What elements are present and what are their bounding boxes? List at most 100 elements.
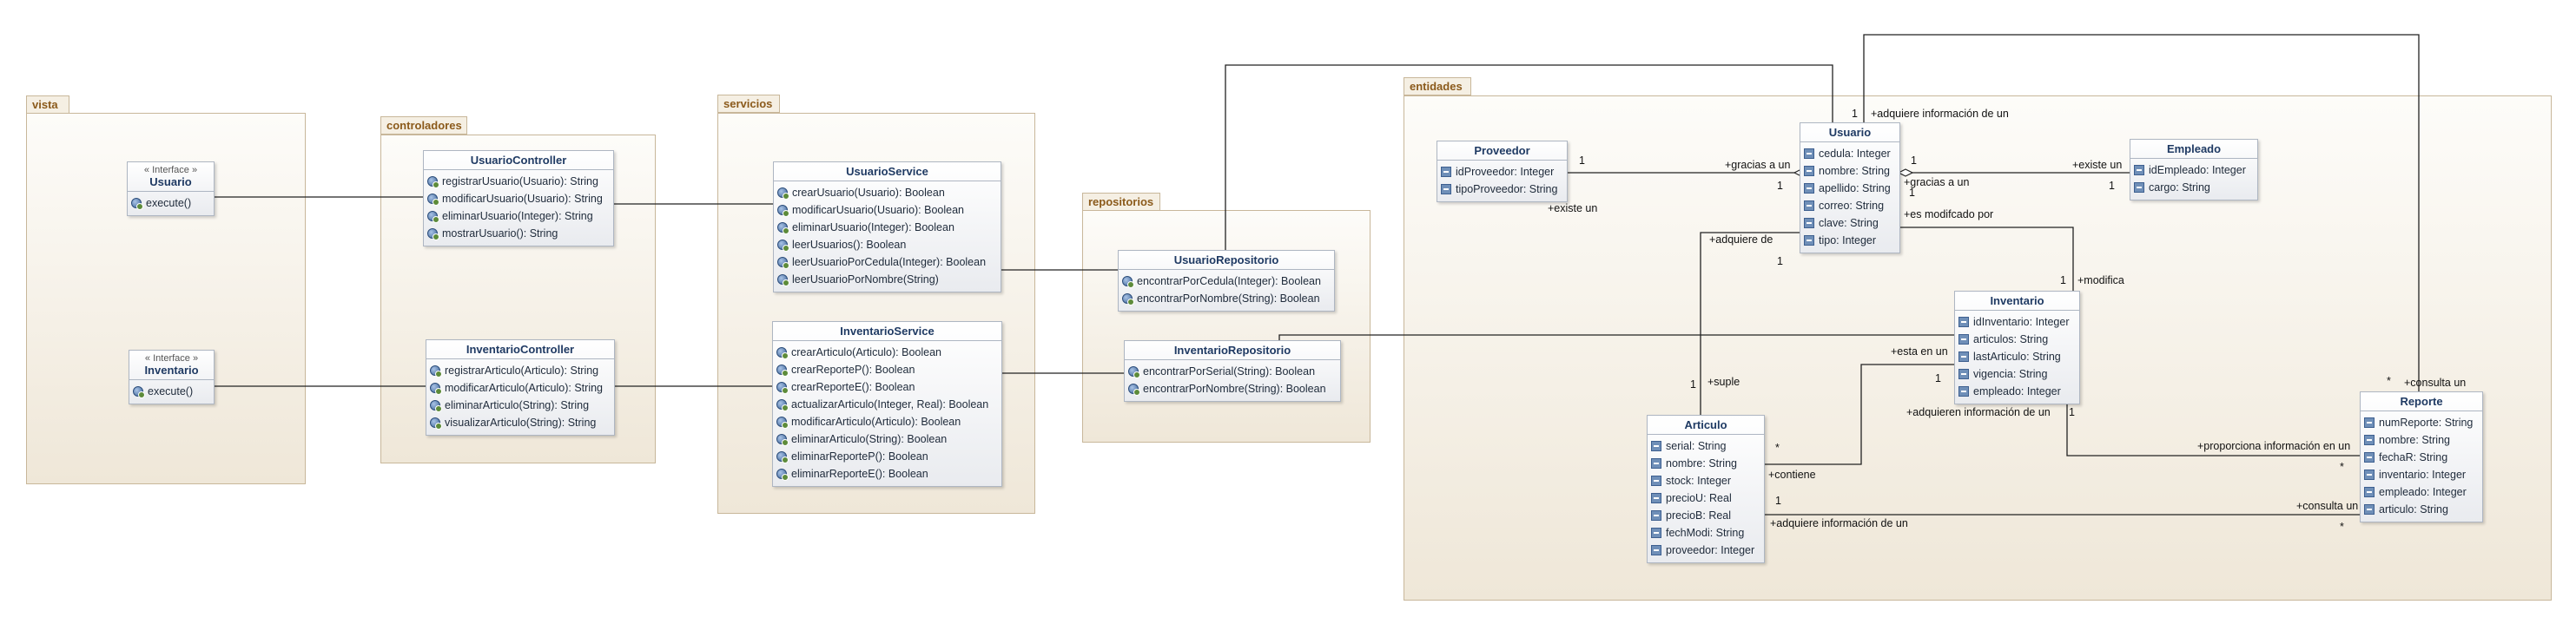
attribute: empleado: Integer xyxy=(1958,383,2076,400)
attribute: vigencia: String xyxy=(1958,365,2076,383)
label-consulta-un-rep: +consulta un xyxy=(2404,377,2467,389)
attribute-icon xyxy=(1651,528,1661,538)
attribute-icon xyxy=(2364,417,2375,428)
attribute: tipo: Integer xyxy=(1804,232,1896,249)
operation-icon xyxy=(430,365,442,378)
attribute-icon xyxy=(1651,545,1661,555)
operation-icon xyxy=(776,365,789,377)
attribute-icon xyxy=(1958,369,1969,379)
class-inventario-interface[interactable]: « Interface » Inventario execute() xyxy=(129,350,215,404)
attribute-icon xyxy=(2364,487,2375,497)
class-inventario[interactable]: Inventario idInventario: Integer articul… xyxy=(1954,291,2080,404)
operation: modificarArticulo(Articulo): String xyxy=(430,379,611,397)
class-usuario-repositorio[interactable]: UsuarioRepositorio encontrarPorCedula(In… xyxy=(1118,250,1335,312)
package-entidades-tab[interactable]: entidades xyxy=(1404,77,1471,95)
attribute-icon xyxy=(1441,167,1451,177)
operation-icon xyxy=(427,194,439,206)
label-star-rep-b: * xyxy=(2340,521,2344,533)
attribute: correo: String xyxy=(1804,197,1896,214)
operation: encontrarPorNombre(String): Boolean xyxy=(1122,290,1331,307)
operation-icon xyxy=(776,417,789,429)
operation: eliminarArticulo(String): Boolean xyxy=(776,430,998,448)
attribute-icon xyxy=(1804,148,1814,159)
class-articulo[interactable]: Articulo serial: String nombre: String s… xyxy=(1647,415,1765,563)
class-reporte[interactable]: Reporte numReporte: String nombre: Strin… xyxy=(2360,391,2483,522)
class-inventario-service[interactable]: InventarioService crearArticulo(Articulo… xyxy=(772,321,1002,487)
operation-icon xyxy=(777,187,789,200)
operation: registrarArticulo(Articulo): String xyxy=(430,362,611,379)
operation: encontrarPorNombre(String): Boolean xyxy=(1128,380,1337,397)
attribute: articulos: String xyxy=(1958,331,2076,348)
attribute: idInventario: Integer xyxy=(1958,313,2076,331)
operation-icon xyxy=(131,198,143,210)
operation: eliminarReporteP(): Boolean xyxy=(776,448,998,465)
attribute-icon xyxy=(1804,183,1814,194)
attribute: stock: Integer xyxy=(1651,472,1760,489)
wire-repo-usuario-up xyxy=(1225,64,1833,250)
operation: registrarUsuario(Usuario): String xyxy=(427,173,610,190)
attribute: cedula: Integer xyxy=(1804,145,1896,162)
attribute-icon xyxy=(2364,452,2375,463)
label-adquiere-de: +adquiere de xyxy=(1709,233,1773,246)
wire-usuario-inventario xyxy=(1899,227,2074,291)
package-repositorios xyxy=(1082,210,1371,443)
label-adquiere-top: +adquiere información de un xyxy=(1871,108,2009,120)
class-inventario-repositorio[interactable]: InventarioRepositorio encontrarPorSerial… xyxy=(1124,340,1341,402)
operation: encontrarPorSerial(String): Boolean xyxy=(1128,363,1337,380)
class-name: InventarioRepositorio xyxy=(1173,344,1291,357)
label-gracias-a-un-2: +gracias a un xyxy=(1904,176,1970,188)
operation-icon xyxy=(776,382,789,394)
attribute: proveedor: Integer xyxy=(1651,542,1760,559)
attribute: fechModi: String xyxy=(1651,524,1760,542)
class-usuario-controller[interactable]: UsuarioController registrarUsuario(Usuar… xyxy=(423,150,614,246)
class-usuario-service[interactable]: UsuarioService crearUsuario(Usuario): Bo… xyxy=(773,161,1001,292)
class-usuario-interface[interactable]: « Interface » Usuario execute() xyxy=(127,161,215,216)
class-name: Usuario xyxy=(149,175,192,188)
package-repositorios-tab[interactable]: repositorios xyxy=(1082,193,1160,211)
class-usuario[interactable]: Usuario cedula: Integer nombre: String a… xyxy=(1800,122,1900,253)
attribute-icon xyxy=(2364,435,2375,445)
class-empleado[interactable]: Empleado idEmpleado: Integer cargo: Stri… xyxy=(2130,139,2258,200)
attribute-icon xyxy=(1804,218,1814,228)
operation: execute() xyxy=(131,194,210,212)
label-one-top: 1 xyxy=(1852,108,1858,120)
operation: leerUsuarioPorNombre(String) xyxy=(777,271,997,288)
class-name: InventarioService xyxy=(840,325,935,338)
label-one-inv-top: 1 xyxy=(2060,274,2066,286)
operation: crearReporteE(): Boolean xyxy=(776,378,998,396)
class-proveedor[interactable]: Proveedor idProveedor: Integer tipoProve… xyxy=(1437,141,1568,202)
operation: crearUsuario(Usuario): Boolean xyxy=(777,184,997,201)
operation: mostrarUsuario(): String xyxy=(427,225,610,242)
label-one-usr-bottom: 1 xyxy=(1777,255,1783,267)
attribute: cargo: String xyxy=(2134,179,2254,196)
package-controladores-tab[interactable]: controladores xyxy=(380,116,467,135)
attribute: serial: String xyxy=(1651,437,1760,455)
class-inventario-controller[interactable]: InventarioController registrarArticulo(A… xyxy=(426,339,615,436)
class-name: UsuarioService xyxy=(846,165,928,178)
attribute-icon xyxy=(1804,235,1814,246)
attribute: fechaR: String xyxy=(2364,449,2479,466)
operation-icon xyxy=(430,417,442,430)
attribute: tipoProveedor: String xyxy=(1441,181,1563,198)
label-star-art: * xyxy=(1775,442,1780,454)
label-one-inv-left: 1 xyxy=(1935,372,1941,384)
attribute: nombre: String xyxy=(1651,455,1760,472)
wire-inventario-reporte xyxy=(2066,404,2360,457)
label-one-prov-left: 1 xyxy=(1579,154,1585,167)
stereotype: « Interface » xyxy=(144,353,199,364)
class-name: Proveedor xyxy=(1474,144,1530,157)
operation-icon xyxy=(776,434,789,446)
operation-icon xyxy=(1128,384,1140,396)
operation: execute() xyxy=(133,383,210,400)
class-name: Articulo xyxy=(1684,418,1727,431)
attribute: nombre: String xyxy=(2364,431,2479,449)
operation-icon xyxy=(776,347,789,359)
attribute-icon xyxy=(1441,184,1451,194)
package-vista-tab[interactable]: vista xyxy=(26,95,69,114)
label-es-modificado-por: +es modifcado por xyxy=(1904,208,1994,220)
package-servicios-tab[interactable]: servicios xyxy=(717,95,780,113)
operation-icon xyxy=(133,386,145,398)
attribute-icon xyxy=(1651,441,1661,451)
label-proporciona-info: +proporciona información en un xyxy=(2197,440,2351,452)
attribute-icon xyxy=(1804,166,1814,176)
